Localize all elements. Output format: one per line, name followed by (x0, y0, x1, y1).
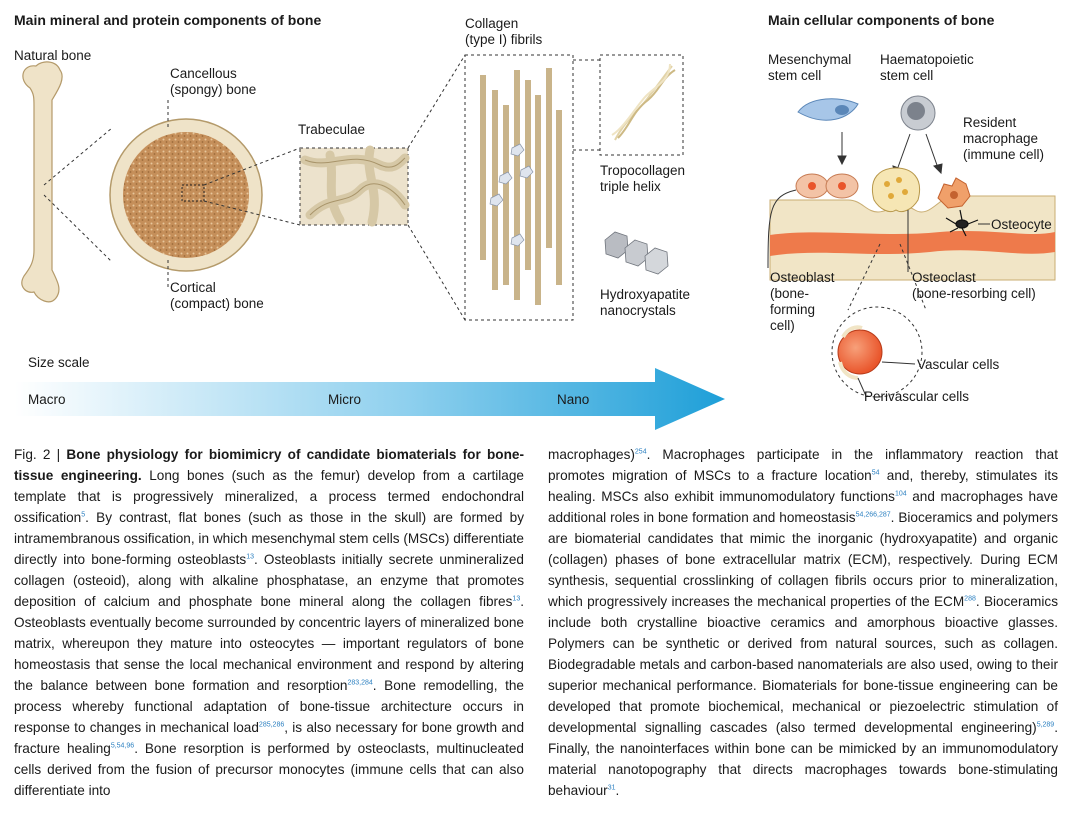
caption-text: . (615, 783, 620, 798)
heading-cellular: Main cellular components of bone (768, 12, 995, 28)
caption-text: . Bone resorption is performed by osteoc… (14, 741, 524, 798)
citation-ref: 54 (871, 469, 880, 477)
caption-text: , is also necessary for bone growth and … (14, 720, 525, 756)
label-nano: Nano (557, 392, 590, 407)
label-osteoblast: Osteoblast (bone- forming cell) (770, 270, 835, 333)
caption-title: Bone physiology for biomimicry of candid… (14, 447, 524, 483)
cells-illustration (767, 95, 1056, 398)
trabeculae-illustration (299, 145, 410, 227)
citation-ref: 288 (964, 595, 976, 603)
label-micro: Micro (328, 392, 361, 407)
caption-right-body: macrophages)254. Macrophages participate… (548, 447, 1058, 798)
label-osteoclast: Osteoclast (bone-resorbing cell) (912, 270, 1036, 301)
bone-cross-section (109, 118, 263, 272)
caption-fig-number: Fig. 2 | (14, 447, 67, 462)
citation-ref: 13 (246, 553, 254, 561)
caption-text: and macrophages have additional roles in… (548, 489, 1058, 525)
label-natural-bone: Natural bone (14, 48, 92, 63)
label-perivascular-cells: Perivascular cells (864, 389, 970, 404)
label-macro: Macro (28, 392, 66, 407)
zoom-lines-collagen (407, 54, 466, 321)
caption-left-body: Long bones (such as the femur) develop f… (14, 468, 524, 798)
caption-text: . Osteoblasts initially secrete unminera… (14, 552, 524, 609)
caption-text: and, thereby, stimulates its healing. MS… (548, 468, 1058, 504)
caption-text: . Bioceramics include both crystalline b… (548, 594, 1058, 735)
label-collagen: Collagen (type I) fibrils (465, 16, 543, 47)
citation-ref: 5,289 (1036, 721, 1055, 729)
femur-illustration (21, 61, 63, 303)
figure-graphics (15, 54, 1056, 430)
citation-ref: 5,54,96 (110, 742, 135, 750)
label-size-scale: Size scale (28, 355, 90, 370)
label-haematopoietic: Haematopoietic stem cell (880, 52, 974, 83)
caption-text: . By contrast, flat bones (such as those… (14, 510, 524, 567)
label-msc: Mesenchymal stem cell (768, 52, 852, 83)
citation-ref: 254 (634, 448, 647, 456)
caption-text: . Macrophages participate in the inflamm… (548, 447, 1058, 483)
caption-text: . Bone remodelling, the process whereby … (14, 678, 524, 735)
label-cancellous: Cancellous (spongy) bone (170, 66, 257, 97)
caption-text: macrophages) (548, 447, 635, 462)
label-vascular-cells: Vascular cells (917, 357, 1000, 372)
citation-ref: 283,284 (347, 679, 373, 687)
caption-right-column: macrophages)254. Macrophages participate… (548, 444, 1058, 801)
heading-mineral-protein: Main mineral and protein components of b… (14, 12, 322, 28)
label-macrophage: Resident macrophage (immune cell) (963, 115, 1045, 162)
size-scale-arrow (15, 368, 725, 430)
citation-ref: 31 (607, 784, 616, 792)
caption-text: . Bioceramics and polymers are biomateri… (548, 510, 1058, 609)
label-trabeculae: Trabeculae (298, 122, 366, 137)
zoom-lines-bone (43, 127, 113, 263)
label-tropocollagen: Tropocollagen triple helix (600, 163, 686, 194)
citation-ref: 285,286 (258, 721, 285, 729)
tropocollagen-illustration (599, 54, 684, 156)
label-hydroxyapatite: Hydroxyapatite nanocrystals (600, 287, 691, 318)
label-osteocyte: Osteocyte (991, 217, 1052, 232)
citation-ref: 13 (512, 595, 521, 603)
caption-text: . Osteoblasts eventually become surround… (14, 594, 524, 693)
citation-ref: 104 (894, 490, 907, 498)
caption-left-column: Fig. 2 | Bone physiology for biomimicry … (14, 444, 524, 801)
zoom-lines-tropocollagen (573, 59, 600, 151)
label-cortical: Cortical (compact) bone (170, 280, 264, 311)
caption-text: . Finally, the nanointerfaces within bon… (548, 720, 1058, 798)
collagen-fibrils-illustration (464, 54, 574, 321)
zoom-lines-trabeculae (167, 100, 301, 290)
caption-text: Long bones (such as the femur) develop f… (14, 468, 524, 525)
citation-ref: 5 (81, 511, 86, 519)
citation-ref: 54,266,287 (855, 511, 891, 519)
hydroxyapatite-illustration (604, 231, 669, 275)
